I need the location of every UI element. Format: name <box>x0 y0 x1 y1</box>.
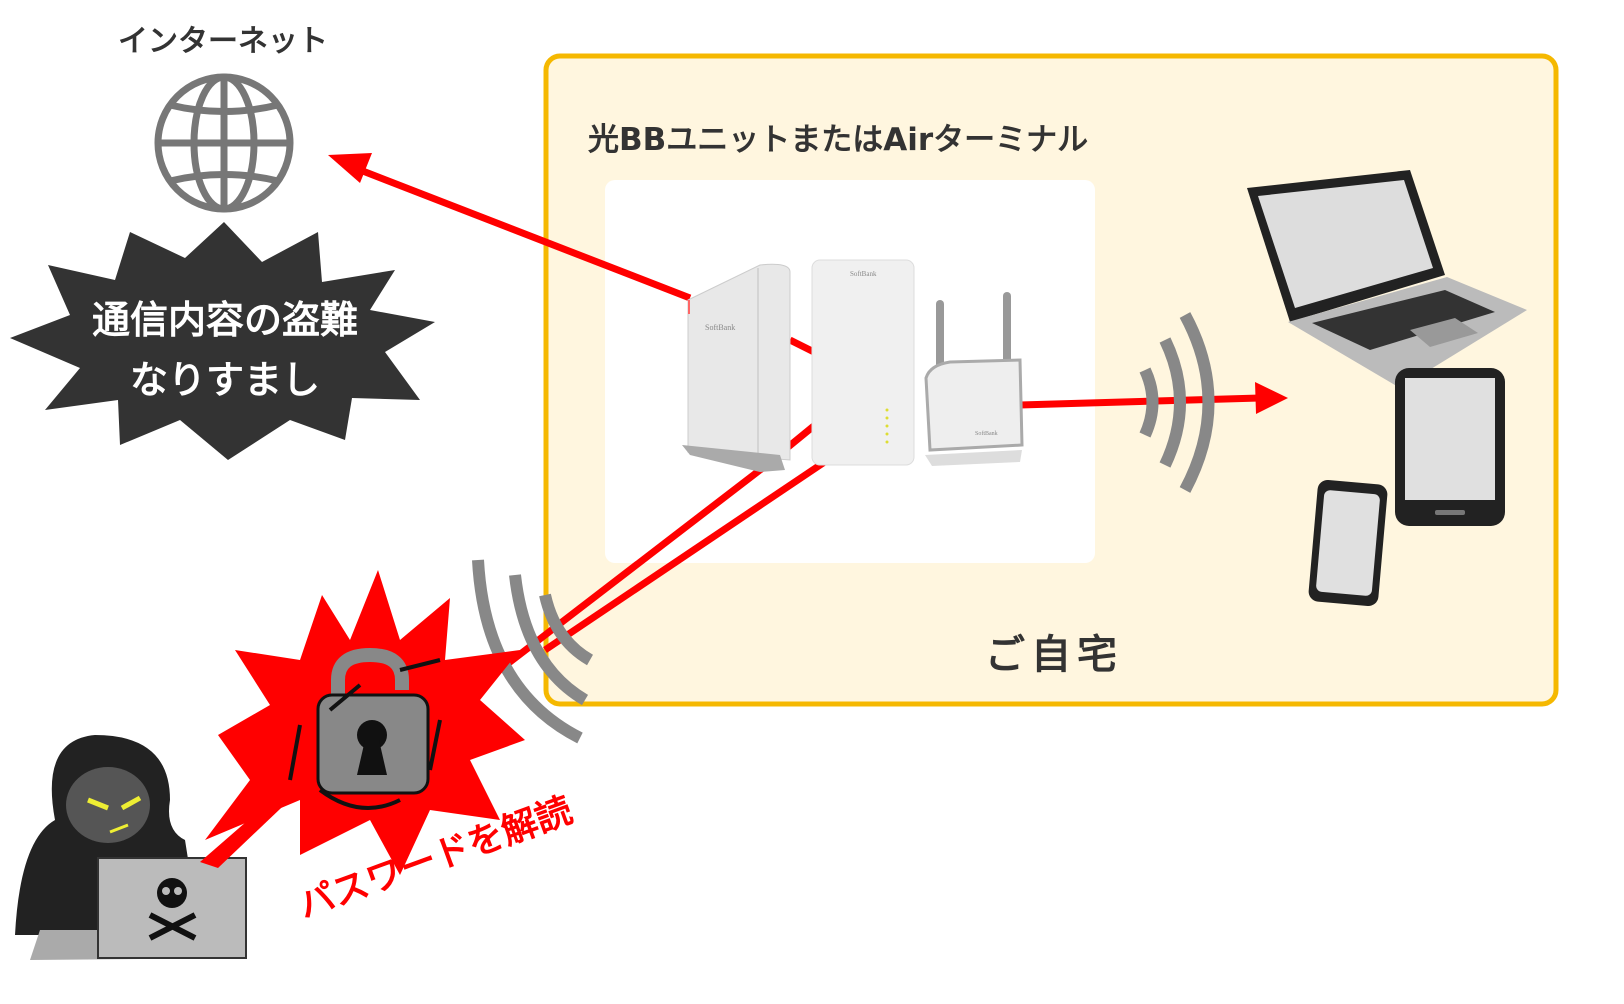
skull-icon <box>148 878 197 941</box>
router-icon: SoftBank <box>811 259 915 466</box>
threat-text: 通信内容の盗難 なりすまし <box>20 290 430 410</box>
brand-logo: SoftBank <box>705 323 735 332</box>
threat-starburst <box>10 222 435 460</box>
hacker-icon <box>15 735 247 960</box>
threat-line-1: 通信内容の盗難 <box>91 298 358 342</box>
chain-icon <box>288 658 442 810</box>
wifi-icon <box>472 559 594 744</box>
threat-line-2: なりすまし <box>129 358 320 402</box>
arrow-to-devices <box>1255 382 1288 414</box>
smartphone-icon <box>1308 480 1388 606</box>
arrow-to-internet <box>328 153 372 183</box>
attack-link <box>200 782 300 868</box>
internet-label: インターネット <box>118 24 328 59</box>
home-label: ご自宅 <box>985 632 1123 678</box>
router-icon: SoftBank <box>924 292 1024 466</box>
wifi-icon <box>1139 312 1215 493</box>
brand-logo: SoftBank <box>850 270 877 278</box>
globe-icon <box>154 73 294 213</box>
device-title: 光BBユニットまたはAirターミナル <box>588 122 1089 158</box>
brand-logo: SoftBank <box>975 430 998 437</box>
tablet-icon <box>1395 368 1505 526</box>
laptop-icon <box>1247 170 1527 388</box>
router-icon: SoftBank <box>682 263 791 472</box>
